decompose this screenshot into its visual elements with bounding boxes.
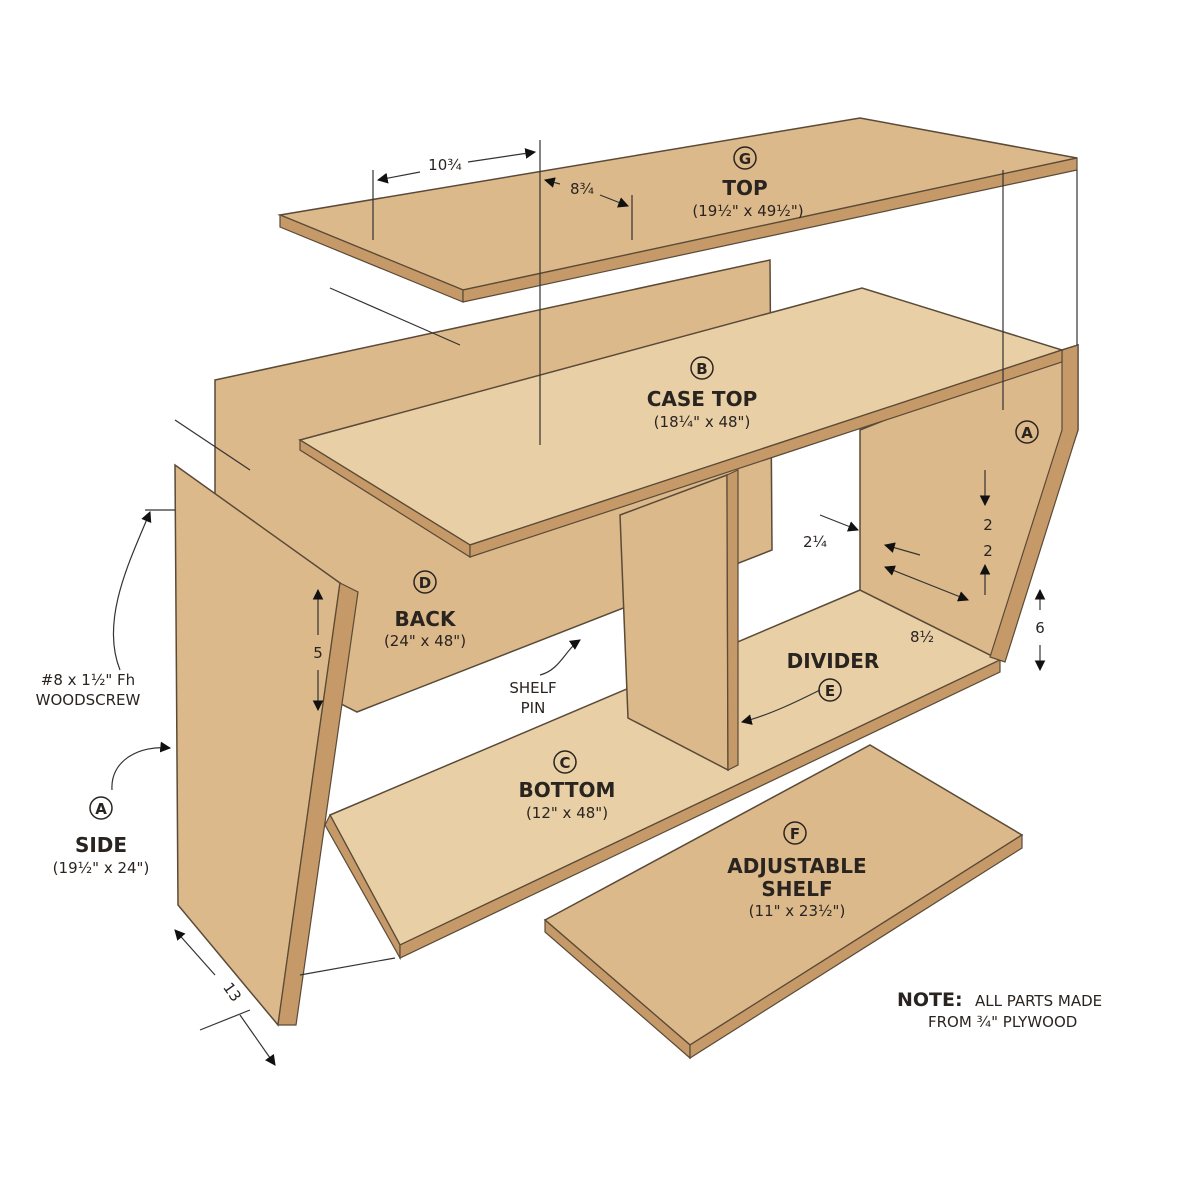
svg-text:2: 2 bbox=[983, 542, 993, 560]
part-name: SIDE bbox=[75, 833, 127, 857]
divider-panel bbox=[619, 469, 739, 772]
svg-text:13: 13 bbox=[219, 979, 245, 1005]
callout-shelf-pin: SHELF PIN bbox=[509, 679, 556, 717]
svg-text:2: 2 bbox=[983, 516, 993, 534]
part-size: (19½" x 24") bbox=[53, 859, 150, 877]
svg-text:A: A bbox=[1021, 424, 1033, 442]
svg-text:10¾: 10¾ bbox=[428, 156, 462, 174]
svg-text:PIN: PIN bbox=[521, 699, 546, 717]
part-letter: G bbox=[739, 150, 751, 168]
part-size: (18¼" x 48") bbox=[654, 413, 751, 431]
svg-text:ALL PARTS MADE: ALL PARTS MADE bbox=[975, 992, 1102, 1010]
svg-text:#8 x 1½" Fh: #8 x 1½" Fh bbox=[41, 671, 135, 689]
part-name: DIVIDER bbox=[787, 649, 880, 673]
callout-woodscrew: #8 x 1½" Fh WOODSCREW bbox=[36, 671, 141, 709]
left-side-panel bbox=[174, 463, 359, 1027]
label-case-top: B CASE TOP (18¼" x 48") bbox=[647, 356, 758, 431]
label-side-right: A bbox=[1015, 420, 1039, 444]
svg-text:6: 6 bbox=[1035, 619, 1045, 637]
svg-text:5: 5 bbox=[313, 644, 323, 662]
part-name: BOTTOM bbox=[519, 778, 616, 802]
svg-text:FROM ¾" PLYWOOD: FROM ¾" PLYWOOD bbox=[928, 1013, 1077, 1031]
top-panel bbox=[277, 117, 1078, 303]
case-top-panel bbox=[298, 287, 1065, 559]
part-size: (19½" x 49½") bbox=[692, 202, 803, 220]
svg-text:SHELF: SHELF bbox=[761, 877, 832, 901]
part-name: TOP bbox=[722, 176, 767, 200]
label-shelf: F ADJUSTABLE SHELF (11" x 23½") bbox=[727, 821, 867, 920]
label-bottom: C BOTTOM (12" x 48") bbox=[519, 750, 616, 822]
svg-text:E: E bbox=[825, 682, 835, 700]
part-size: (11" x 23½") bbox=[749, 902, 846, 920]
dimension-arrows bbox=[111, 148, 1046, 1066]
part-name: CASE TOP bbox=[647, 387, 758, 411]
svg-text:SHELF: SHELF bbox=[509, 679, 556, 697]
part-size: (12" x 48") bbox=[526, 804, 608, 822]
note: NOTE: ALL PARTS MADE FROM ¾" PLYWOOD bbox=[897, 989, 1102, 1031]
svg-text:8¾: 8¾ bbox=[570, 180, 595, 198]
part-name: BACK bbox=[395, 607, 457, 631]
note-label: NOTE: bbox=[897, 989, 963, 1011]
svg-text:B: B bbox=[696, 360, 707, 378]
svg-text:C: C bbox=[559, 754, 570, 772]
svg-text:8½: 8½ bbox=[910, 628, 934, 646]
part-size: (24" x 48") bbox=[384, 632, 466, 650]
svg-text:A: A bbox=[95, 800, 107, 818]
label-top: G TOP (19½" x 49½") bbox=[692, 146, 804, 220]
adjustable-shelf-panel bbox=[543, 744, 1024, 1060]
label-back: D BACK (24" x 48") bbox=[384, 570, 466, 650]
label-side-left: A SIDE (19½" x 24") bbox=[53, 796, 150, 877]
svg-text:2¼: 2¼ bbox=[803, 533, 828, 551]
assembly-lines bbox=[145, 140, 1078, 1031]
svg-text:D: D bbox=[419, 574, 431, 592]
svg-text:F: F bbox=[790, 825, 800, 843]
svg-text:ADJUSTABLE: ADJUSTABLE bbox=[727, 854, 866, 878]
label-divider: DIVIDER E bbox=[787, 649, 880, 702]
svg-text:WOODSCREW: WOODSCREW bbox=[36, 691, 141, 709]
